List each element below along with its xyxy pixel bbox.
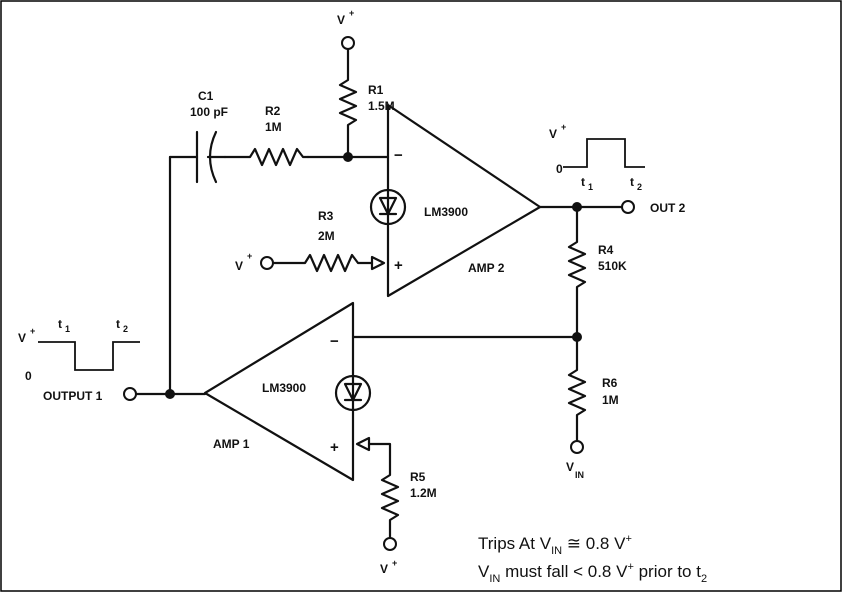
out2-wave-t2: t	[630, 175, 634, 189]
r4-resistor	[567, 205, 587, 339]
r6-resistor	[567, 335, 587, 443]
r3-vplus-label: V	[235, 259, 243, 273]
out2-label: OUT 2	[650, 201, 686, 215]
r2-value: 1M	[265, 120, 282, 134]
amp2-name-label: AMP 2	[468, 261, 505, 275]
r3-value: 2M	[318, 229, 335, 243]
svg-text:IN: IN	[575, 470, 584, 480]
amp1-current-source-arrow	[343, 382, 363, 402]
svg-text:1: 1	[65, 324, 70, 334]
svg-text:2: 2	[123, 324, 128, 334]
amp1-current-source	[334, 374, 372, 412]
output1-terminal[interactable]	[123, 387, 137, 401]
amp1-plus-sign: +	[330, 439, 339, 456]
amp2-plus-sign: +	[394, 257, 403, 274]
r2-ref: R2	[265, 104, 281, 118]
r5-value: 1.2M	[410, 486, 437, 500]
r1-ref: R1	[368, 83, 384, 97]
output1-wave-t1: t	[58, 317, 62, 331]
amp2-current-source-arrow	[378, 196, 398, 216]
r3-input-arrow	[370, 255, 386, 271]
c1-value: 100 pF	[190, 105, 228, 119]
svg-text:2: 2	[637, 182, 642, 192]
amp2-part-label: LM3900	[424, 205, 468, 219]
r5-wiper-arrow	[355, 436, 371, 452]
amp1-minus-sign: −	[330, 333, 339, 350]
svg-text:+: +	[349, 8, 354, 18]
out2-waveform	[563, 138, 645, 168]
amp1-name-label: AMP 1	[213, 437, 250, 451]
out2-terminal[interactable]	[621, 200, 635, 214]
r3-ref: R3	[318, 209, 334, 223]
r3-vplus-terminal	[260, 256, 274, 270]
output1-wave-zero: 0	[25, 369, 32, 383]
svg-text:+: +	[392, 558, 397, 568]
r5-vplus-label: V	[380, 562, 388, 576]
amp2-minus-sign: −	[394, 147, 403, 164]
out2-wave-zero: 0	[556, 162, 563, 176]
output1-label: OUTPUT 1	[43, 389, 103, 403]
r1-vplus-label: V	[337, 13, 345, 27]
note-vin-condition: VIN must fall < 0.8 V+ prior to t2	[478, 561, 707, 585]
r3-resistor	[271, 253, 374, 273]
note-trip-level: Trips At VIN ≅ 0.8 V+	[478, 533, 632, 557]
r4-value: 510K	[598, 259, 627, 273]
junction-output1	[165, 389, 175, 399]
r6-ref: R6	[602, 376, 618, 390]
output1-wave-t2: t	[116, 317, 120, 331]
r1-vplus-terminal	[341, 36, 355, 50]
r6-value: 1M	[602, 393, 619, 407]
amp2-triangle	[386, 103, 542, 298]
r5-ref: R5	[410, 470, 426, 484]
amp2-current-source	[369, 188, 407, 226]
out2-wave-vplus: V	[549, 127, 557, 141]
r5-vplus-terminal	[383, 537, 397, 551]
r4-ref: R4	[598, 243, 614, 257]
vin-terminal[interactable]	[570, 440, 584, 454]
amp1-triangle	[203, 301, 355, 482]
amp1-part-label: LM3900	[262, 381, 306, 395]
out2-wave-t1: t	[581, 175, 585, 189]
svg-text:+: +	[561, 122, 566, 132]
svg-text:+: +	[247, 251, 252, 261]
output1-waveform	[38, 341, 140, 371]
output1-wave-vplus: V	[18, 331, 26, 345]
r1-value: 1.5M	[368, 99, 395, 113]
svg-text:1: 1	[588, 182, 593, 192]
c1-ref: C1	[198, 89, 214, 103]
r1-resistor	[338, 47, 358, 159]
svg-text:+: +	[30, 326, 35, 336]
r2-resistor	[223, 147, 310, 167]
vin-label: V	[566, 460, 574, 474]
r5-resistor	[367, 442, 400, 540]
